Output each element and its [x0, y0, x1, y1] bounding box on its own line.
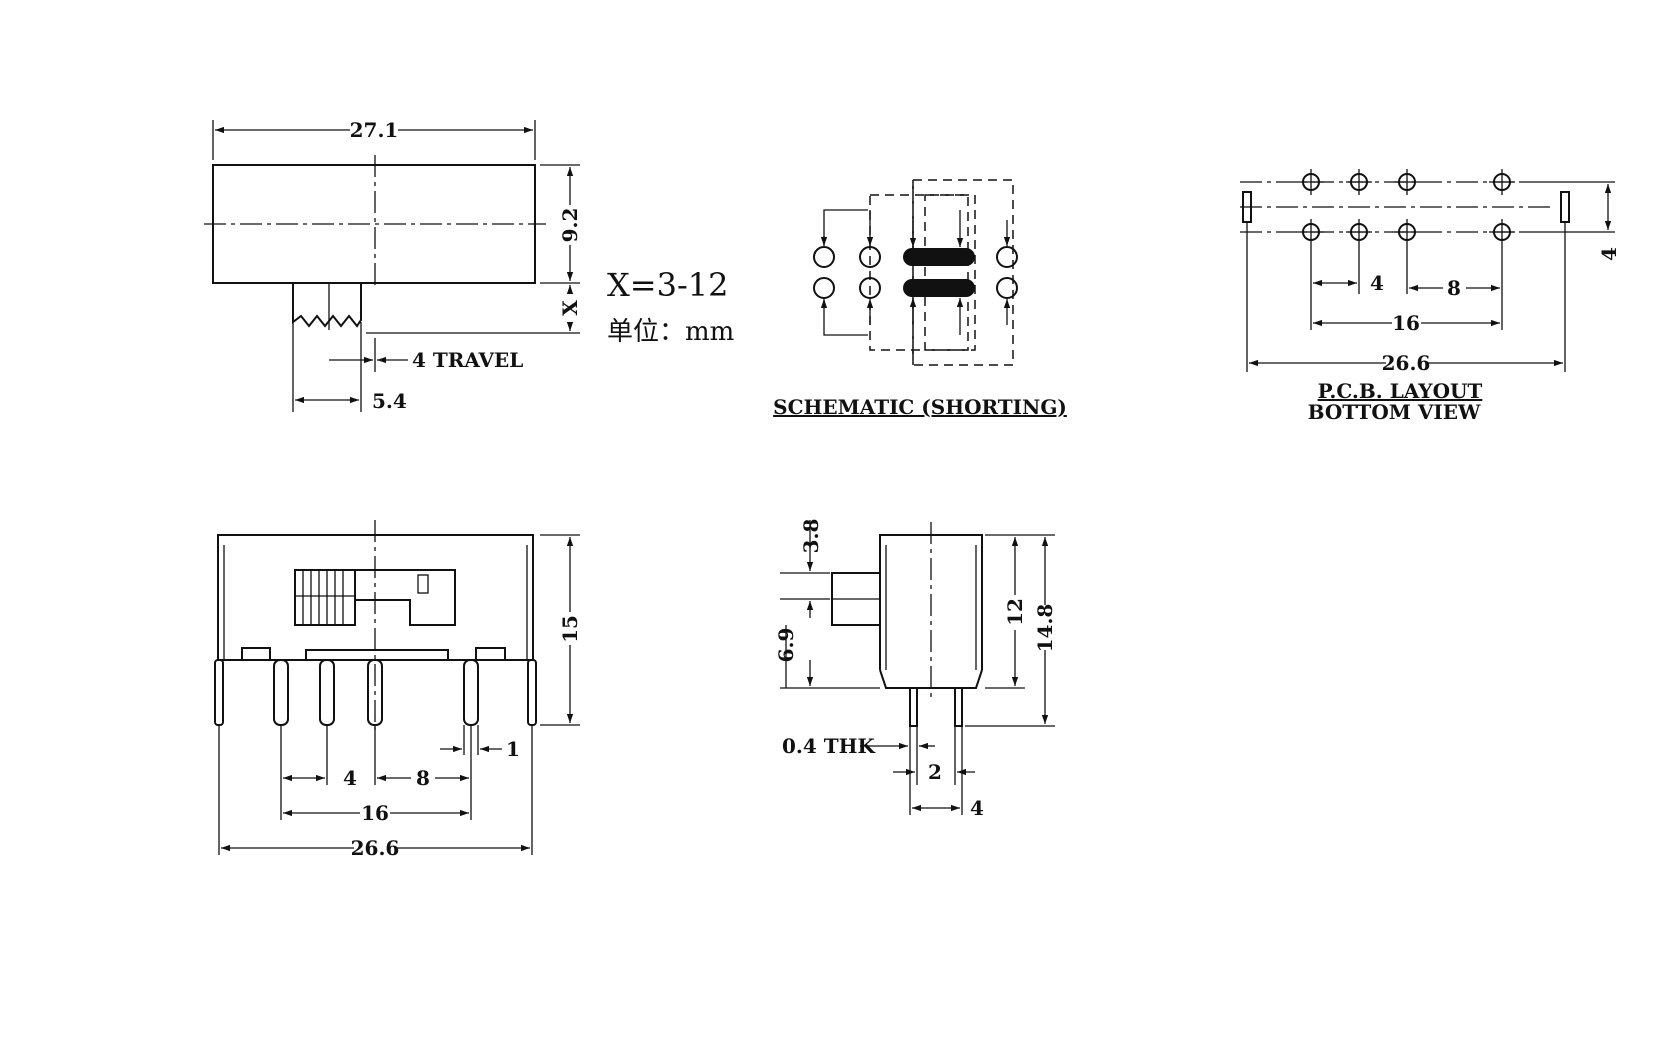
- dim-travel: 4 TRAVEL: [412, 348, 523, 372]
- unit-label: 单位：mm: [607, 317, 734, 347]
- front-dim-pin-width: 1: [506, 737, 520, 761]
- formula-label: X=3-12: [607, 266, 728, 304]
- front-view: 15 1 4 8 16 26.6: [214, 520, 582, 860]
- front-dim-span-inner: 16: [361, 801, 389, 825]
- pcb-dim-span-inner: 16: [1392, 311, 1420, 335]
- pcb-caption-line2: BOTTOM VIEW: [1308, 400, 1481, 424]
- front-dim-pitch-small: 4: [343, 766, 357, 790]
- dim-top-width: 27.1: [350, 118, 399, 142]
- top-view: 27.1 9.2 X 4 TRAVEL 5.4: [204, 118, 582, 413]
- dim-knob-offset: 5.4: [372, 389, 407, 413]
- side-dim-thickness: 0.4 THK: [782, 734, 876, 758]
- pcb-dim-row-gap: 4: [1597, 247, 1621, 261]
- pcb-dim-pitch-small: 4: [1370, 271, 1384, 295]
- front-dim-height: 15: [558, 615, 582, 643]
- schematic-diagram: [813, 179, 1018, 366]
- side-dim-pin-gap: 2: [928, 760, 942, 784]
- front-dim-span-outer: 26.6: [351, 836, 400, 860]
- pcb-hole-row-bottom: [1298, 219, 1515, 245]
- pcb-layout: 4 8 16 26.6 4: [1240, 169, 1621, 375]
- dim-top-height: 9.2: [558, 208, 582, 243]
- pcb-dim-span-outer: 26.6: [1382, 351, 1431, 375]
- side-dim-body-height: 12: [1003, 598, 1027, 626]
- dim-x: X: [558, 300, 582, 316]
- pcb-caption-line1: P.C.B. LAYOUT: [1318, 379, 1483, 403]
- schematic-caption: SCHEMATIC (SHORTING): [773, 395, 1067, 419]
- side-dim-knob-width: 3.8: [799, 519, 823, 554]
- front-dim-pitch-mid: 8: [416, 766, 430, 790]
- pcb-dim-pitch-mid: 8: [1447, 276, 1461, 300]
- side-dim-total-height: 14.8: [1033, 604, 1057, 653]
- side-dim-pin-span: 4: [970, 796, 984, 820]
- pcb-hole-row-top: [1298, 169, 1515, 195]
- side-view: 3.8 6.9 12 14.8 0.4 THK 2 4: [774, 519, 1057, 820]
